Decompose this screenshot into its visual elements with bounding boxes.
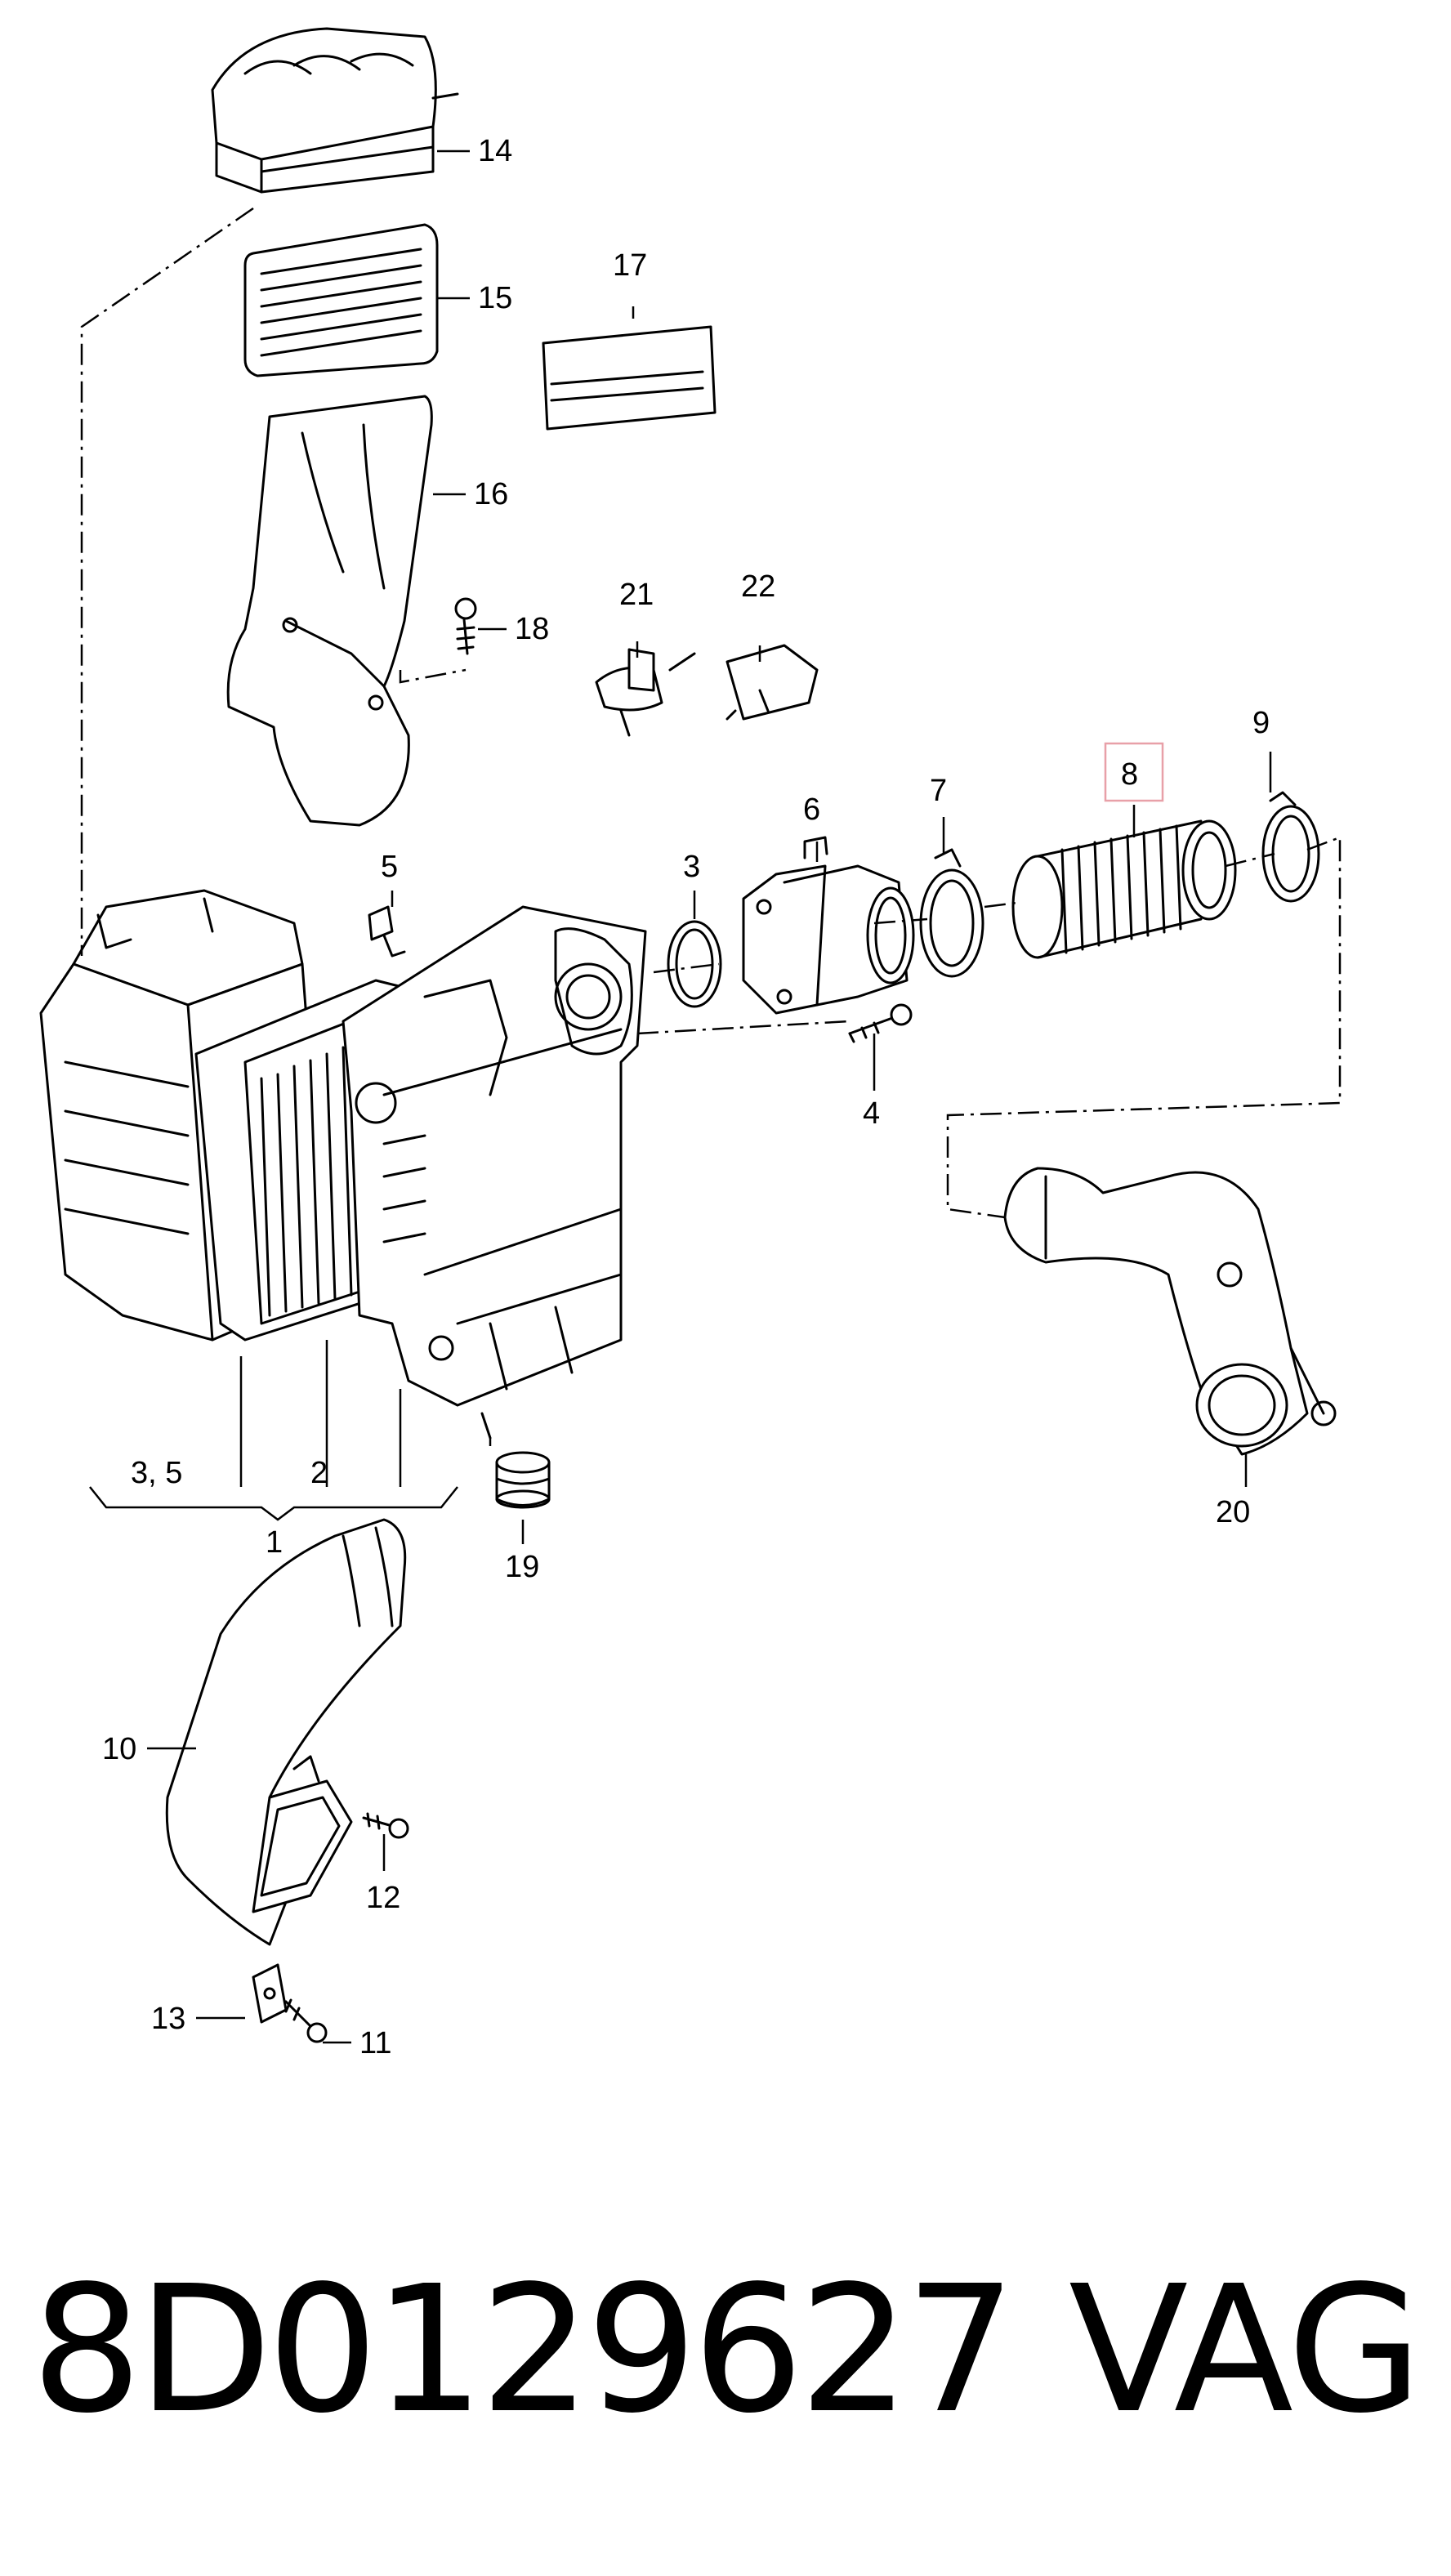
- callout-3-upper: 3: [683, 850, 700, 884]
- callout-labels: 14 15 17 16 18 21 22 9 8 7 6 5 3 4 3, 5 …: [102, 134, 1270, 2060]
- part-6-air-mass-meter: [742, 836, 915, 1015]
- part-13-nut-clip: [252, 1963, 288, 2024]
- part-10-intake-duct: [165, 1518, 407, 1946]
- part-8-intake-hose: [1011, 819, 1237, 959]
- callout-1: 1: [266, 1525, 283, 1560]
- callout-11: 11: [359, 2026, 391, 2060]
- callout-16: 16: [474, 477, 508, 511]
- callout-21: 21: [619, 578, 654, 612]
- part-11-screw: [284, 1998, 328, 2043]
- part-1-filter-housing: [39, 889, 328, 1342]
- part-14-intake-cover: [211, 27, 459, 194]
- callout-19: 19: [505, 1550, 539, 1584]
- part-15-filter-insert: [243, 223, 439, 377]
- callout-6: 6: [803, 792, 820, 827]
- highlight-box-part-8: [1104, 742, 1164, 802]
- part-5-fastener: [368, 905, 406, 958]
- callout-17: 17: [613, 248, 647, 283]
- callout-8: 8: [1121, 757, 1138, 792]
- callout-2: 2: [310, 1456, 328, 1490]
- callout-22: 22: [741, 569, 775, 604]
- callout-13: 13: [151, 2002, 185, 2036]
- part-3-seal-ring: [667, 920, 722, 1008]
- part-20-intake-pipe: [1003, 1167, 1337, 1456]
- part-16-air-duct: [226, 395, 433, 827]
- part-upper-housing: [342, 905, 647, 1440]
- callout-12: 12: [366, 1881, 400, 1915]
- callout-15: 15: [478, 281, 512, 315]
- callout-4: 4: [863, 1096, 880, 1131]
- callout-9: 9: [1252, 706, 1270, 740]
- part-18-screw: [454, 597, 477, 655]
- callout-18: 18: [515, 612, 549, 646]
- part-21-clip: [595, 648, 696, 737]
- brand-name: VAG: [1069, 2248, 1422, 2452]
- callout-20: 20: [1216, 1495, 1250, 1529]
- callout-3-5: 3, 5: [131, 1456, 182, 1490]
- part-9-hose-clamp: [1261, 791, 1320, 903]
- callout-7: 7: [930, 774, 947, 808]
- leader-lines: [89, 150, 1272, 2044]
- part-22-bracket: [726, 644, 819, 721]
- callout-10: 10: [102, 1732, 136, 1766]
- part-7-hose-clamp: [919, 848, 984, 978]
- part-number: 8D0129627: [31, 2248, 1016, 2452]
- part-17-filter-mat: [542, 325, 717, 431]
- part-4-screw: [848, 1003, 913, 1043]
- part-19-rubber-mount: [495, 1451, 551, 1509]
- callout-5: 5: [381, 850, 398, 884]
- assembly-lines: [80, 207, 1342, 1446]
- part-12-screw: [362, 1812, 409, 1839]
- callout-14: 14: [478, 134, 512, 168]
- parts-exploded-diagram: 14 15 17 16 18 21 22 9 8 7 6 5 3 4 3, 5 …: [39, 27, 1342, 2060]
